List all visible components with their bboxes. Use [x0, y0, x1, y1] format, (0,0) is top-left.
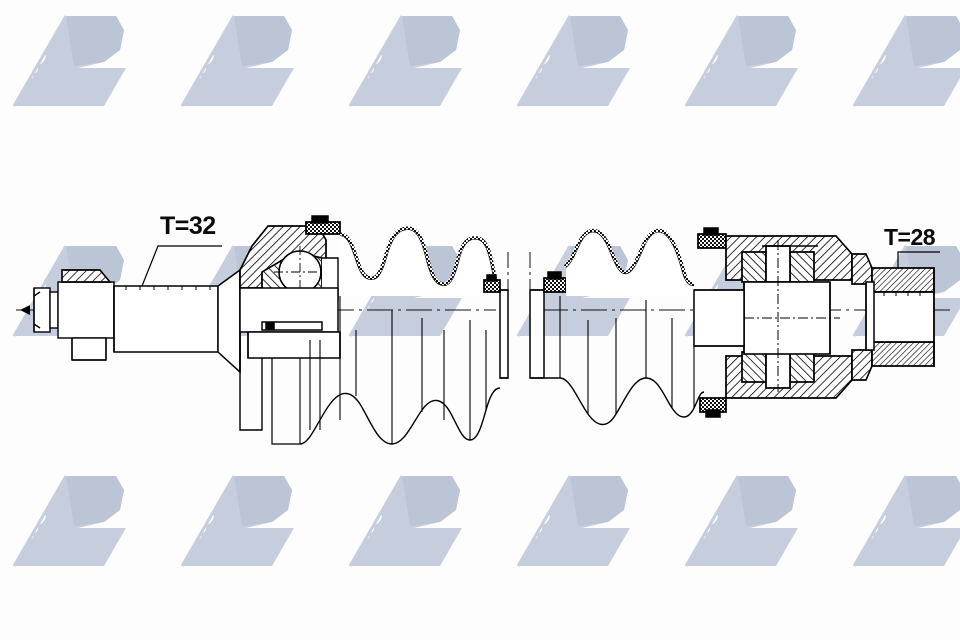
- leader-line-left: [141, 245, 222, 287]
- inner-tripod-joint: [693, 235, 853, 399]
- leader-line-right: [897, 251, 940, 268]
- shaft-taper-outer: [217, 268, 241, 374]
- axis-arrow: [20, 305, 30, 315]
- break-line: [507, 252, 531, 372]
- spline-count-label-left: T=32: [160, 212, 216, 240]
- intermediate-shaft-left: [483, 274, 509, 379]
- abs-ring-collar: [57, 269, 115, 361]
- splined-shaft-T32: [113, 285, 219, 353]
- inner-joint-housing-T28: [851, 253, 935, 381]
- stub-shaft-threaded-end: [33, 287, 59, 333]
- spline-count-label-right: T=28: [884, 224, 936, 250]
- intermediate-shaft-right: [529, 289, 545, 379]
- outer-cv-joint: [239, 215, 341, 445]
